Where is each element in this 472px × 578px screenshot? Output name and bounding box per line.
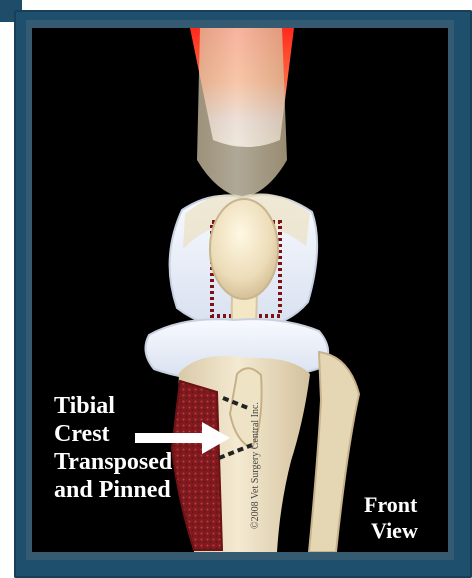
tibial-label: Tibial bbox=[54, 393, 115, 419]
view-label: View bbox=[371, 518, 418, 543]
fibula bbox=[309, 352, 359, 552]
transposed-tibial-crest bbox=[172, 381, 222, 550]
inner-frame: Tibial Crest Transposed and Pinned Front… bbox=[26, 20, 454, 560]
crest-label: Crest bbox=[54, 421, 110, 447]
patella bbox=[210, 199, 278, 299]
transposed-label: Transposed bbox=[54, 449, 173, 475]
and-pinned-label: and Pinned bbox=[54, 477, 171, 503]
femur-shaft bbox=[197, 28, 287, 198]
knee-diagram: Tibial Crest Transposed and Pinned Front… bbox=[32, 28, 448, 552]
figure-frame: Tibial Crest Transposed and Pinned Front… bbox=[14, 10, 472, 578]
arrow-shaft bbox=[135, 433, 202, 443]
front-label: Front bbox=[364, 492, 418, 517]
copyright-text: ©2008 Vet Surgery Central Inc. bbox=[250, 402, 261, 529]
knee-illustration: Tibial Crest Transposed and Pinned Front… bbox=[32, 28, 448, 552]
